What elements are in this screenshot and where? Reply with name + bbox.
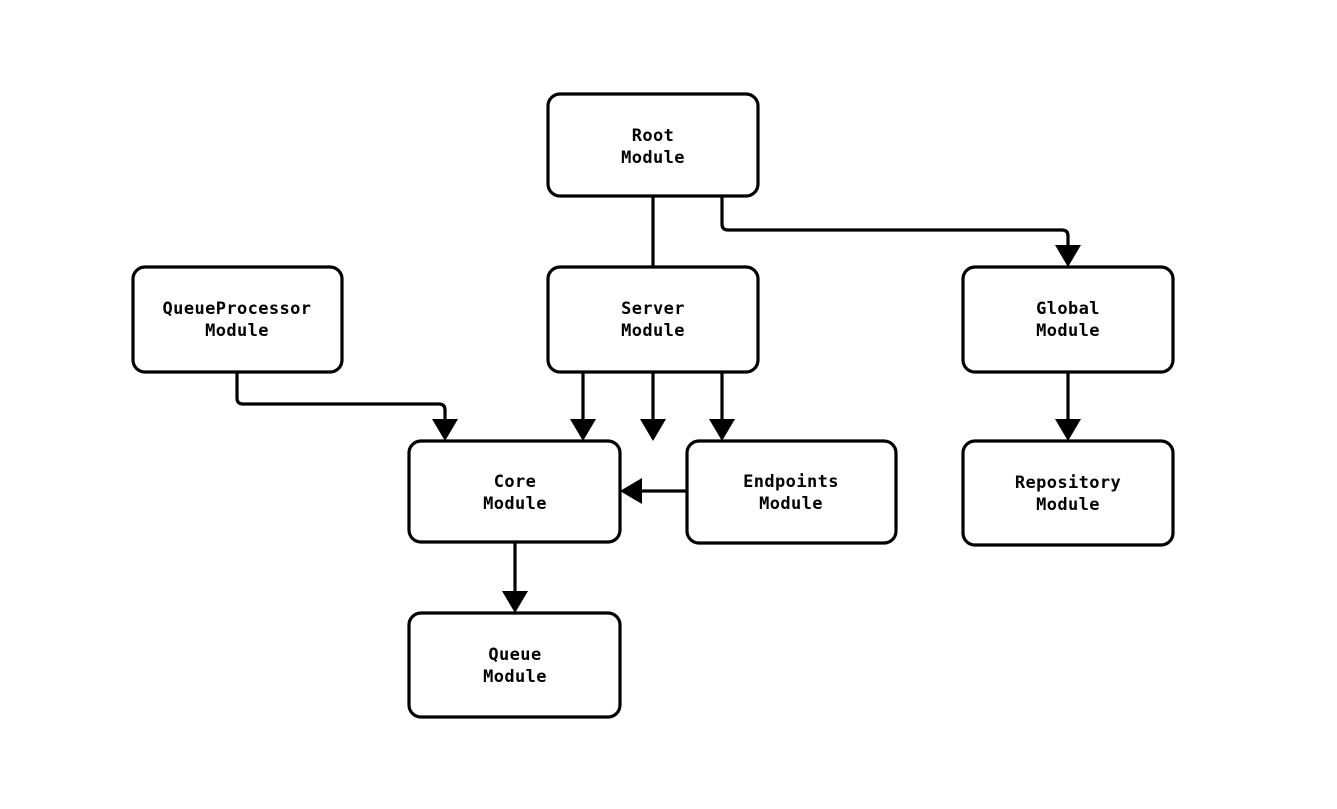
arrowhead-down-icon bbox=[709, 419, 735, 441]
node-label-line1: QueueProcessor bbox=[163, 299, 312, 319]
edge-server-to-core bbox=[570, 372, 596, 441]
node-server-module[interactable]: Server Module bbox=[546, 265, 760, 374]
node-box[interactable] bbox=[961, 265, 1175, 374]
node-label-line1: Core bbox=[494, 472, 537, 492]
node-box[interactable] bbox=[546, 92, 760, 198]
edge-endpoints-to-core bbox=[620, 478, 687, 504]
node-box[interactable] bbox=[546, 265, 760, 374]
edge-core-to-queue bbox=[502, 542, 528, 613]
node-label-line2: Module bbox=[1036, 495, 1100, 515]
arrowhead-down-icon bbox=[570, 419, 596, 441]
node-label-line1: Server bbox=[621, 299, 685, 319]
node-endpoints-module[interactable]: Endpoints Module bbox=[685, 439, 898, 545]
node-label-line2: Module bbox=[483, 494, 547, 514]
edge-line bbox=[235, 372, 447, 432]
node-label-line1: Global bbox=[1036, 299, 1100, 319]
node-label-line1: Endpoints bbox=[743, 472, 839, 492]
node-repository-module[interactable]: Repository Module bbox=[961, 439, 1175, 547]
node-label-line2: Module bbox=[621, 321, 685, 341]
node-label-line2: Module bbox=[483, 667, 547, 687]
arrowhead-left-icon bbox=[620, 478, 642, 504]
edges-layer bbox=[235, 196, 1081, 613]
edge-root-to-global bbox=[720, 196, 1081, 267]
arrowhead-down-icon bbox=[502, 591, 528, 613]
edge-queueprocessor-to-core bbox=[235, 372, 458, 441]
node-box[interactable] bbox=[407, 439, 622, 544]
edge-line bbox=[720, 196, 1070, 258]
node-label-line1: Root bbox=[632, 126, 675, 146]
node-box[interactable] bbox=[961, 439, 1175, 547]
node-label-line1: Repository bbox=[1015, 473, 1121, 493]
edge-server-to-endpoints bbox=[709, 372, 735, 441]
node-box[interactable] bbox=[685, 439, 898, 545]
arrowhead-down-icon bbox=[640, 419, 666, 441]
edge-global-to-repository bbox=[1055, 372, 1081, 441]
node-label-line2: Module bbox=[1036, 321, 1100, 341]
arrowhead-down-icon bbox=[1055, 245, 1081, 267]
node-label-line2: Module bbox=[621, 148, 685, 168]
nodes-layer: Root Module QueueProcessor Module Server… bbox=[131, 92, 1175, 719]
node-root-module[interactable]: Root Module bbox=[546, 92, 760, 198]
node-label-line1: Queue bbox=[488, 645, 541, 665]
node-label-line2: Module bbox=[205, 321, 269, 341]
node-box[interactable] bbox=[131, 265, 344, 374]
node-core-module[interactable]: Core Module bbox=[407, 439, 622, 544]
arrowhead-down-icon bbox=[432, 419, 458, 441]
node-queue-module[interactable]: Queue Module bbox=[407, 611, 622, 719]
node-box[interactable] bbox=[407, 611, 622, 719]
node-label-line2: Module bbox=[759, 494, 823, 514]
arrowhead-down-icon bbox=[1055, 419, 1081, 441]
node-global-module[interactable]: Global Module bbox=[961, 265, 1175, 374]
node-queueprocessor-module[interactable]: QueueProcessor Module bbox=[131, 265, 344, 374]
